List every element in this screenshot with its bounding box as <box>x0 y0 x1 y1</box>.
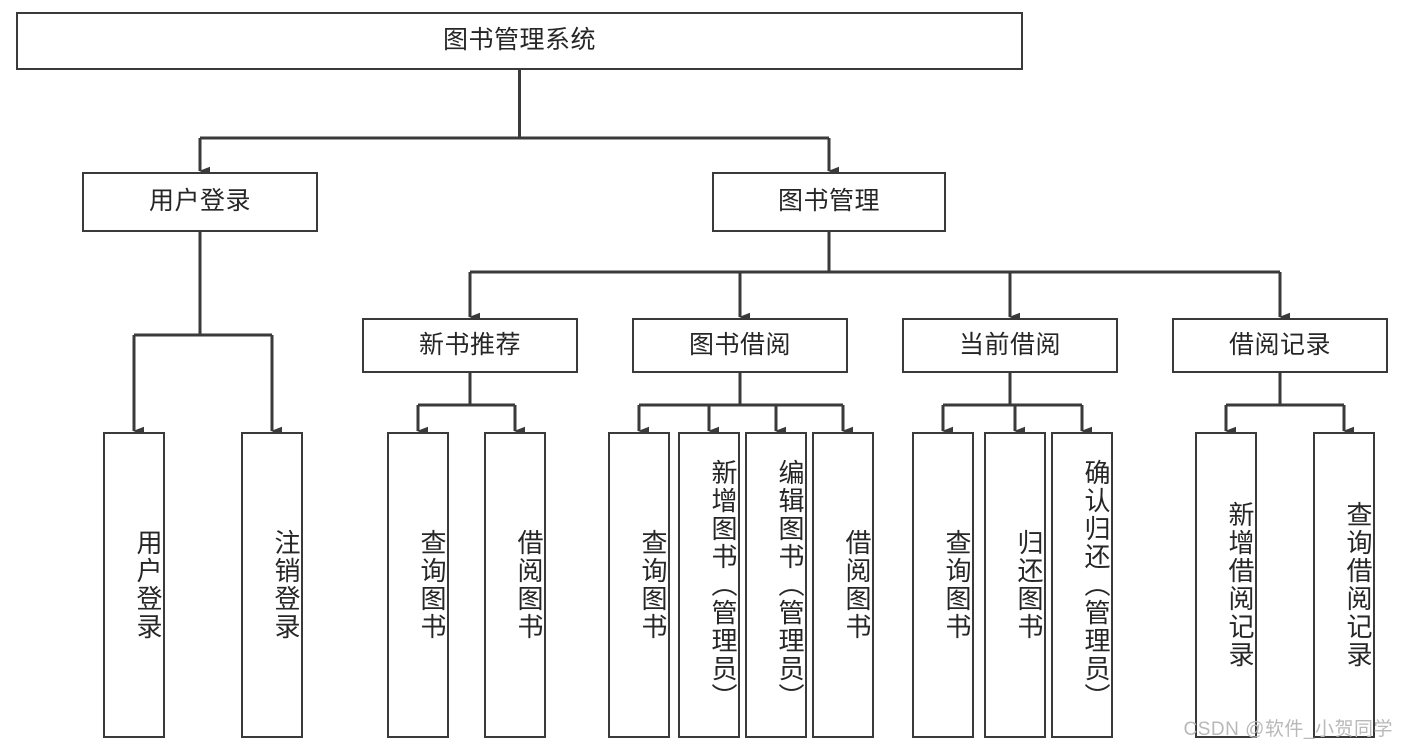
node-leaf-query-borrow-record[interactable]: 查询借阅记录 <box>1313 432 1375 738</box>
node-leaf-query-book-current-label: 查询图书 <box>942 529 972 641</box>
node-leaf-query-book-borrow[interactable]: 查询图书 <box>608 432 670 738</box>
node-leaf-add-borrow-record-label: 新增借阅记录 <box>1225 501 1255 669</box>
node-leaf-query-borrow-record-label: 查询借阅记录 <box>1343 501 1373 669</box>
node-user-login-label: 用户登录 <box>148 187 251 216</box>
node-book-borrow[interactable]: 图书借阅 <box>632 318 848 373</box>
node-leaf-edit-book[interactable]: 编辑图书（管理员） <box>745 432 807 738</box>
node-book-management-label: 图书管理 <box>777 187 880 216</box>
node-book-management[interactable]: 图书管理 <box>712 172 946 232</box>
node-leaf-add-book-label: 新增图书（管理员） <box>708 459 738 711</box>
node-leaf-return-book-label: 归还图书 <box>1014 529 1044 641</box>
node-leaf-borrow-book-recommend[interactable]: 借阅图书 <box>484 432 546 738</box>
node-leaf-logout-label: 注销登录 <box>271 529 301 641</box>
node-current-borrow[interactable]: 当前借阅 <box>902 318 1118 373</box>
node-current-borrow-label: 当前借阅 <box>958 330 1061 359</box>
node-leaf-logout[interactable]: 注销登录 <box>241 432 303 738</box>
node-leaf-borrow-book-label: 借阅图书 <box>842 529 872 641</box>
node-leaf-confirm-return[interactable]: 确认归还（管理员） <box>1051 432 1113 738</box>
node-leaf-add-book[interactable]: 新增图书（管理员） <box>678 432 740 738</box>
node-leaf-edit-book-label: 编辑图书（管理员） <box>775 459 805 711</box>
node-leaf-user-login[interactable]: 用户登录 <box>103 432 165 738</box>
watermark-text: CSDN @软件_小贺同学 <box>1183 719 1393 740</box>
node-borrow-record-label: 借阅记录 <box>1228 330 1331 359</box>
node-leaf-confirm-return-label: 确认归还（管理员） <box>1081 459 1111 711</box>
node-root-label: 图书管理系统 <box>442 26 596 55</box>
node-leaf-borrow-book-recommend-label: 借阅图书 <box>514 529 544 641</box>
node-new-book-recommend[interactable]: 新书推荐 <box>362 318 578 373</box>
node-leaf-query-book-current[interactable]: 查询图书 <box>912 432 974 738</box>
node-user-login[interactable]: 用户登录 <box>82 172 318 232</box>
node-leaf-borrow-book[interactable]: 借阅图书 <box>812 432 874 738</box>
node-leaf-user-login-label: 用户登录 <box>133 529 163 641</box>
node-leaf-query-book-borrow-label: 查询图书 <box>638 529 668 641</box>
node-new-book-recommend-label: 新书推荐 <box>418 330 521 359</box>
node-leaf-query-book-recommend-label: 查询图书 <box>417 529 447 641</box>
node-root[interactable]: 图书管理系统 <box>16 12 1023 70</box>
node-book-borrow-label: 图书借阅 <box>688 330 791 359</box>
node-leaf-add-borrow-record[interactable]: 新增借阅记录 <box>1195 432 1257 738</box>
node-borrow-record[interactable]: 借阅记录 <box>1172 318 1388 373</box>
node-leaf-query-book-recommend[interactable]: 查询图书 <box>387 432 449 738</box>
node-leaf-return-book[interactable]: 归还图书 <box>984 432 1046 738</box>
